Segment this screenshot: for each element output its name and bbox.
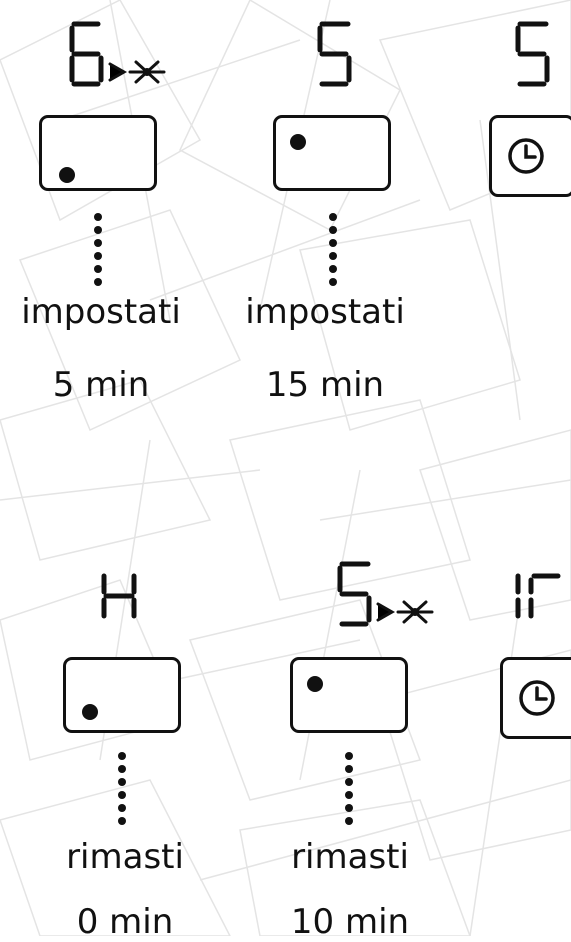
zone-1-label-time: 5 min [52, 365, 150, 405]
seven-segment-display [515, 573, 561, 619]
zone-position-dot [82, 704, 98, 720]
zone-1-label-time: 0 min [76, 902, 174, 942]
seven-segment-display [337, 561, 434, 627]
zone-2-label-status: rimasti [291, 837, 409, 877]
cooking-zone-2[interactable] [273, 115, 391, 191]
zone-position-dot [59, 167, 75, 183]
zone-1-label-status: impostati [21, 292, 181, 332]
cooking-zone-1[interactable] [39, 115, 157, 191]
connector-dots [345, 752, 354, 830]
timer-button[interactable] [489, 115, 571, 197]
connector-dots [118, 752, 127, 830]
zone-1-label-status: rimasti [66, 837, 184, 877]
seven-segment-display [101, 573, 137, 619]
cooking-zone-2[interactable] [290, 657, 408, 733]
cooking-zone-1[interactable] [63, 657, 181, 733]
zone-position-dot [290, 134, 306, 150]
clock-icon [519, 680, 555, 716]
zone-2-label-status: impostati [245, 292, 405, 332]
connector-dots [329, 213, 338, 291]
connector-dots [94, 213, 103, 291]
seven-segment-display [317, 21, 352, 87]
seven-segment-display [69, 21, 166, 87]
timer-button[interactable] [500, 657, 571, 739]
seven-segment-display [515, 21, 550, 87]
zone-2-label-time: 15 min [265, 365, 385, 405]
zone-2-label-time: 10 min [290, 902, 410, 942]
clock-icon [508, 138, 544, 174]
zone-position-dot [307, 676, 323, 692]
